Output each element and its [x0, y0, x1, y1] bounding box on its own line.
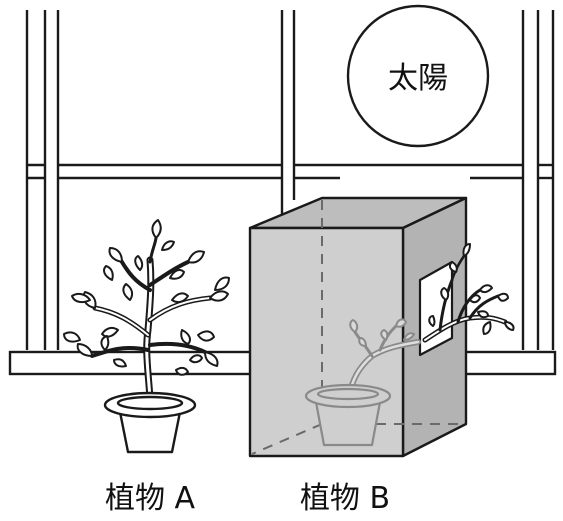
window [25, 10, 555, 350]
plant-a-label: 植物 A [105, 481, 196, 516]
plant-b [304, 318, 421, 447]
sun: 太陽 [346, 4, 490, 148]
plant-b-label: 植物 B [300, 481, 390, 516]
sun-label: 太陽 [388, 61, 448, 96]
plant-a-leaves [63, 219, 230, 376]
plant-a-stems [90, 236, 213, 402]
plant-a [63, 219, 230, 454]
plant-b-pot [304, 383, 392, 447]
plant-b-outside [422, 243, 515, 343]
box-side-opening [418, 260, 454, 357]
plant-a-pot [103, 391, 197, 454]
